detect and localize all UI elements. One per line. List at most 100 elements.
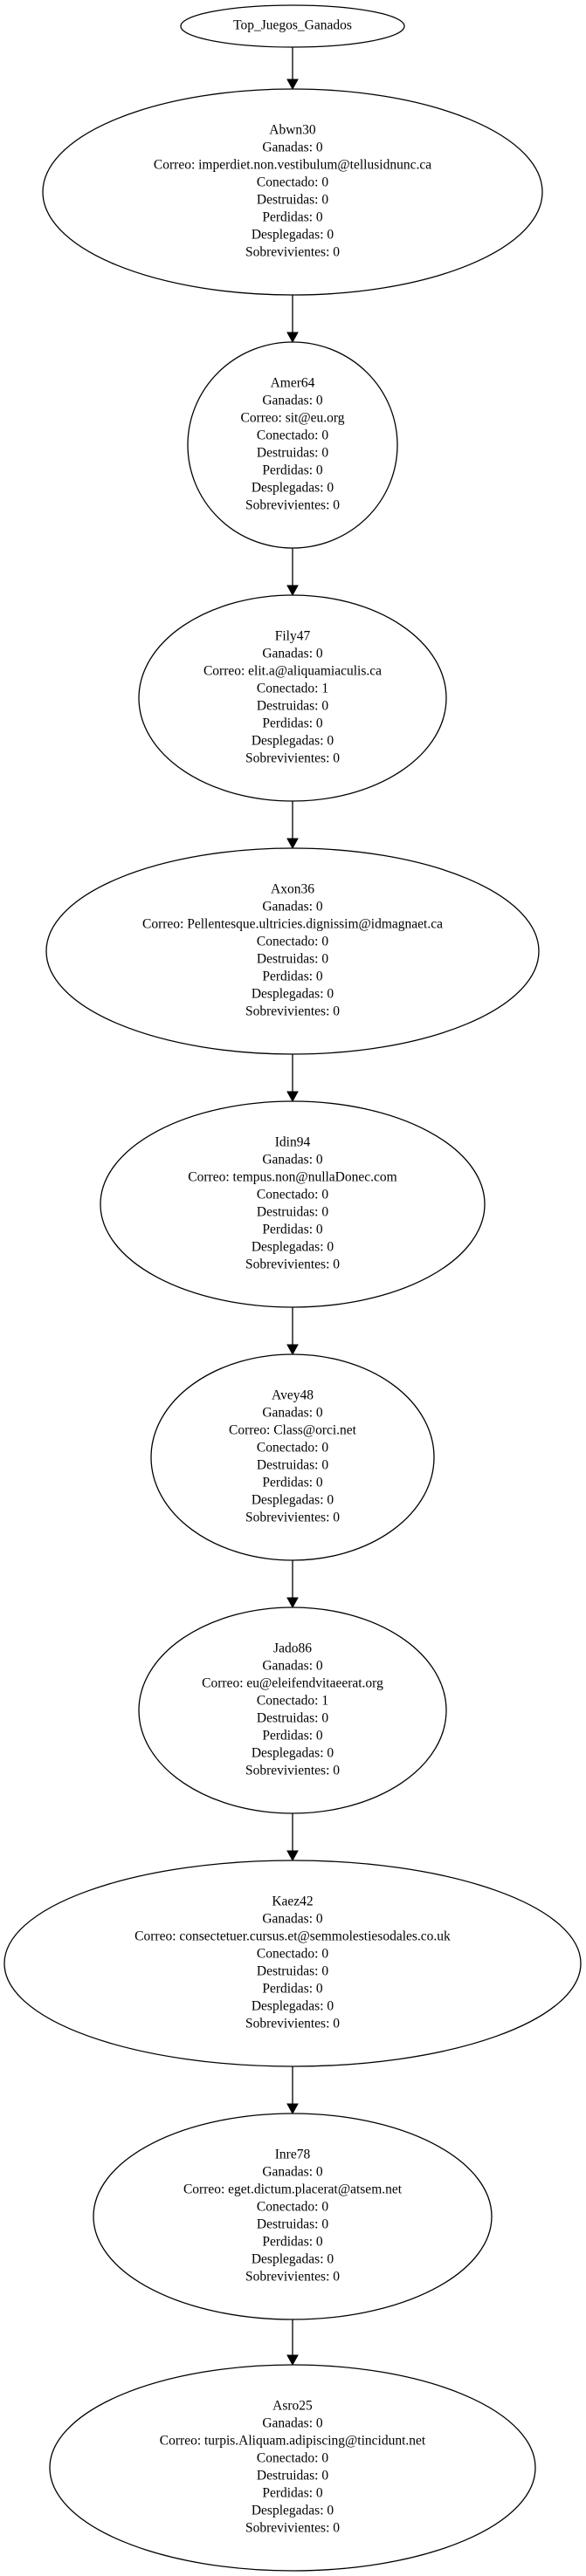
player-node-ellipse: [49, 2364, 536, 2572]
player-name: Abwn30: [269, 123, 316, 138]
player-stat-line: Conectado: 0: [257, 428, 328, 443]
player-stat-line: Ganadas: 0: [262, 647, 323, 661]
edge-arrow: [286, 295, 299, 344]
player-stat-line: Desplegadas: 0: [252, 1999, 334, 2014]
player-stat-line: Ganadas: 0: [262, 1153, 323, 1168]
player-stat-line: Conectado: 1: [257, 1694, 328, 1709]
player-stat-line: Desplegadas: 0: [252, 734, 334, 749]
player-stat-line: Destruidas: 0: [257, 193, 328, 208]
player-stat-line: Destruidas: 0: [257, 1458, 328, 1473]
edge-arrow: [286, 548, 299, 597]
player-stat-line: Desplegadas: 0: [252, 228, 334, 243]
player-stat-line: Desplegadas: 0: [252, 1746, 334, 1761]
player-name: Jado86: [273, 1641, 312, 1656]
player-stat-line: Perdidas: 0: [262, 2486, 323, 2501]
player-stat-line: Conectado: 0: [257, 1947, 328, 1962]
player-stat-line: Perdidas: 0: [262, 1982, 323, 1997]
player-name: Avey48: [272, 1388, 314, 1403]
edge-arrow: [286, 1813, 299, 1862]
player-name: Kaez42: [272, 1894, 313, 1909]
arrowhead-icon: [286, 79, 299, 91]
player-stat-line: Sobrevivientes: 0: [245, 1257, 340, 1272]
player-stat-line: Correo: Pellentesque.ultricies.dignissim…: [142, 917, 443, 932]
player-stat-line: Ganadas: 0: [262, 1912, 323, 1927]
player-node-ellipse: [150, 1353, 435, 1561]
player-stat-line: Destruidas: 0: [257, 1711, 328, 1726]
player-name: Amer64: [271, 376, 315, 391]
player-stat-line: Sobrevivientes: 0: [245, 1004, 340, 1019]
edges: [286, 47, 299, 2367]
player-stat-line: Ganadas: 0: [262, 1659, 323, 1674]
player-stat-line: Conectado: 0: [257, 935, 328, 949]
player-stat-line: Desplegadas: 0: [252, 1493, 334, 1508]
edge-arrow: [286, 2319, 299, 2367]
arrowhead-icon: [286, 2354, 299, 2367]
player-stat-line: Correo: turpis.Aliquam.adipiscing@tincid…: [160, 2434, 426, 2449]
player-stat-line: Conectado: 0: [257, 1441, 328, 1456]
player-stat-line: Conectado: 1: [257, 682, 328, 696]
arrowhead-icon: [286, 2103, 299, 2115]
player-stat-line: Correo: eget.dictum.placerat@atsem.net: [183, 2182, 403, 2197]
player-stat-line: Ganadas: 0: [262, 394, 323, 408]
player-stat-line: Destruidas: 0: [257, 2469, 328, 2484]
player-stat-line: Sobrevivientes: 0: [245, 245, 340, 260]
edge-arrow: [286, 1307, 299, 1356]
player-stat-line: Perdidas: 0: [262, 1223, 323, 1237]
player-stat-line: Perdidas: 0: [262, 1476, 323, 1490]
player-stat-line: Sobrevivientes: 0: [245, 1511, 340, 1525]
player-stat-line: Perdidas: 0: [262, 2235, 323, 2250]
player-stat-line: Ganadas: 0: [262, 2416, 323, 2431]
arrowhead-icon: [286, 1850, 299, 1862]
player-stat-line: Destruidas: 0: [257, 699, 328, 714]
player-node-ellipse: [187, 341, 398, 549]
player-stat-line: Sobrevivientes: 0: [245, 498, 340, 513]
root-node: Top_Juegos_Ganados: [180, 4, 405, 48]
player-node-ellipse: [45, 847, 540, 1055]
edge-arrow: [286, 2066, 299, 2115]
player-stat-line: Correo: imperdiet.non.vestibulum@tellusi…: [154, 158, 431, 173]
player-stat-line: Conectado: 0: [257, 2451, 328, 2466]
player-name: Axon36: [271, 882, 314, 897]
player-stat-line: Conectado: 0: [257, 175, 328, 190]
player-stat-line: Desplegadas: 0: [252, 2252, 334, 2267]
player-stat-line: Destruidas: 0: [257, 1205, 328, 1220]
player-stat-line: Desplegadas: 0: [252, 987, 334, 1002]
root-node-ellipse: [180, 4, 405, 48]
root-node-label: Top_Juegos_Ganados: [233, 18, 352, 33]
player-node-ellipse: [93, 2113, 493, 2320]
player-name: Asro25: [272, 2399, 313, 2414]
player-node-ellipse: [138, 1607, 447, 1814]
player-stat-line: Desplegadas: 0: [252, 1240, 334, 1255]
arrowhead-icon: [286, 838, 299, 850]
edge-arrow: [286, 47, 299, 91]
player-stat-line: Destruidas: 0: [257, 446, 328, 461]
player-stat-line: Sobrevivientes: 0: [245, 751, 340, 766]
player-stat-line: Perdidas: 0: [262, 463, 323, 478]
player-stat-line: Perdidas: 0: [262, 969, 323, 984]
player-stat-line: Desplegadas: 0: [252, 481, 334, 496]
player-stat-line: Destruidas: 0: [257, 2217, 328, 2232]
player-stat-line: Sobrevivientes: 0: [245, 2270, 340, 2285]
player-stat-line: Correo: eu@eleifendvitaeerat.org: [202, 1676, 383, 1691]
player-node-ellipse: [138, 594, 447, 802]
player-name: Inre78: [275, 2148, 311, 2162]
player-stat-line: Sobrevivientes: 0: [245, 1764, 340, 1778]
player-stat-line: Correo: elit.a@aliquamiaculis.ca: [203, 664, 382, 679]
player-stat-line: Destruidas: 0: [257, 1964, 328, 1979]
arrowhead-icon: [286, 332, 299, 344]
player-stat-line: Ganadas: 0: [262, 2165, 323, 2180]
arrowhead-icon: [286, 585, 299, 597]
player-node-ellipse: [100, 1100, 486, 1308]
player-name: Fily47: [275, 629, 311, 644]
